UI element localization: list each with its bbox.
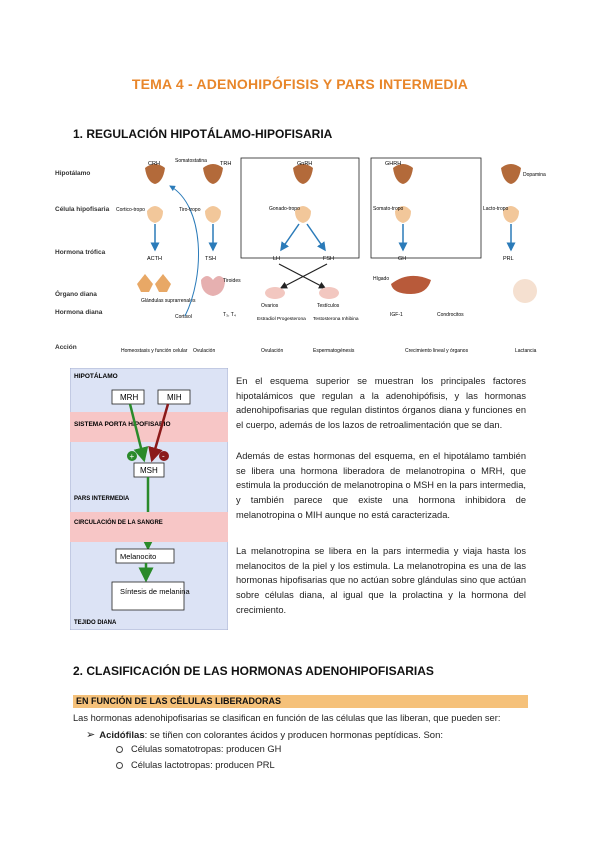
svg-text:Tiroides: Tiroides	[223, 278, 241, 284]
row-label: Célula hipofisaria	[55, 206, 110, 213]
svg-text:-: -	[162, 452, 165, 461]
circle-bullet-icon	[116, 746, 123, 754]
lead-text: Las hormonas adenohipofisarias se clasif…	[73, 713, 501, 723]
msh-regulation-diagram: HIPOTÁLAMO MRH MIH SISTEMA PORTA HIPOFIS…	[70, 368, 228, 630]
row-label: Acción	[55, 344, 77, 351]
arrow-bullet-icon: ➢	[86, 729, 96, 741]
bullet-text: : se tiñen con colorantes ácidos y produ…	[144, 730, 443, 741]
row-label: Órgano diana	[55, 289, 97, 298]
column-prl: Dopamina Lacto-tropo PRL Lactancia	[483, 164, 546, 354]
svg-text:Somato-tropo: Somato-tropo	[373, 206, 404, 212]
svg-text:Dopamina: Dopamina	[523, 172, 546, 178]
svg-text:PARS INTERMEDIA: PARS INTERMEDIA	[74, 496, 130, 502]
svg-text:Lactancia: Lactancia	[515, 348, 537, 354]
svg-text:+: +	[130, 452, 135, 461]
svg-text:Estradiol Progesterona: Estradiol Progesterona	[257, 316, 306, 322]
bullet-acidofilas: ➢Acidófilas: se tiñen con colorantes áci…	[86, 728, 443, 741]
section-heading-1: 1. REGULACIÓN HIPOTÁLAMO-HIPOFISARIA	[73, 127, 333, 141]
svg-text:MIH: MIH	[167, 393, 182, 402]
page-title: TEMA 4 - ADENOHIPÓFISIS Y PARS INTERMEDI…	[131, 76, 469, 92]
svg-text:Melanocito: Melanocito	[120, 552, 156, 561]
svg-text:Testículos: Testículos	[317, 303, 340, 309]
svg-text:FSH: FSH	[323, 256, 334, 262]
svg-text:GH: GH	[398, 256, 406, 262]
svg-text:Tiro-tropo: Tiro-tropo	[179, 207, 201, 213]
svg-text:Condrocitos: Condrocitos	[437, 312, 464, 318]
column-tsh: Somatostatina TRH Tiro-tropo TSH Tiroide…	[175, 158, 241, 354]
svg-text:Cortico-tropo: Cortico-tropo	[116, 207, 145, 213]
svg-text:MRH: MRH	[120, 393, 138, 402]
sub-bullet: Células lactotropas: producen PRL	[116, 760, 275, 770]
paragraph: Además de estas hormonas del esquema, en…	[236, 451, 526, 520]
section-heading-2: 2. CLASIFICACIÓN DE LAS HORMONAS ADENOHI…	[73, 664, 434, 678]
svg-text:PRL: PRL	[503, 256, 514, 262]
svg-text:TSH: TSH	[205, 256, 216, 262]
svg-text:LH: LH	[273, 256, 280, 262]
svg-text:MSH: MSH	[140, 466, 158, 475]
paragraph: La melanotropina se libera en la pars in…	[236, 546, 526, 615]
svg-text:Homeostasis y función celular: Homeostasis y función celular	[121, 348, 188, 354]
svg-text:GHRH: GHRH	[385, 161, 401, 167]
svg-text:TEJIDO DIANA: TEJIDO DIANA	[74, 620, 117, 626]
svg-text:TRH: TRH	[220, 161, 231, 167]
circle-bullet-icon	[116, 762, 123, 770]
svg-text:T₃, T₄: T₃, T₄	[223, 312, 236, 318]
svg-text:Síntesis de melanina: Síntesis de melanina	[120, 587, 190, 596]
svg-text:HIPOTÁLAMO: HIPOTÁLAMO	[74, 371, 118, 380]
column-acth: CRH Cortico-tropo ACTH Glándulas suprarr…	[116, 161, 199, 354]
row-label: Hormona diana	[55, 309, 103, 316]
paragraph: En el esquema superior se muestran los p…	[236, 376, 526, 431]
row-label: Hormona trófica	[55, 249, 106, 256]
bullet-term: Acidófilas	[99, 730, 145, 741]
svg-text:Ovulación: Ovulación	[193, 348, 215, 354]
svg-text:Ovarios: Ovarios	[261, 303, 279, 309]
column-gh: GHRH Somato-tropo GH Hígado IGF-1 Condro…	[370, 157, 482, 354]
svg-text:Lacto-tropo: Lacto-tropo	[483, 206, 509, 212]
svg-text:ACTH: ACTH	[147, 256, 162, 262]
sub-bullet: Células somatotropas: producen GH	[116, 744, 281, 754]
svg-text:Gonado-tropo: Gonado-tropo	[269, 206, 300, 212]
svg-text:Cortisol: Cortisol	[175, 314, 192, 320]
svg-text:IGF-1: IGF-1	[390, 312, 403, 318]
svg-text:CRH: CRH	[148, 161, 160, 167]
svg-text:Espermatogénesis: Espermatogénesis	[313, 348, 355, 354]
svg-text:Hígado: Hígado	[373, 276, 389, 282]
column-gonadal: GnRH Gonado-tropo LH FSH Ovarios Testícu…	[240, 157, 360, 354]
subsection-band: EN FUNCIÓN DE LAS CÉLULAS LIBERADORAS	[73, 695, 528, 708]
svg-text:Somatostatina: Somatostatina	[175, 158, 207, 164]
svg-text:Testosterona Inhibina: Testosterona Inhibina	[313, 316, 359, 322]
regulation-figure: Hipotálamo Célula hipofisaria Hormona tr…	[55, 157, 546, 354]
svg-text:Ovulación: Ovulación	[261, 348, 283, 354]
svg-text:Glándulas suprarrenales: Glándulas suprarrenales	[141, 298, 196, 304]
svg-text:CIRCULACIÓN DE LA SANGRE: CIRCULACIÓN DE LA SANGRE	[74, 518, 163, 526]
svg-text:Crecimiento lineal y órganos: Crecimiento lineal y órganos	[405, 348, 469, 354]
svg-text:GnRH: GnRH	[297, 161, 312, 167]
svg-text:SISTEMA PORTA HIPOFISARIO: SISTEMA PORTA HIPOFISARIO	[74, 421, 171, 428]
row-label: Hipotálamo	[55, 170, 90, 177]
